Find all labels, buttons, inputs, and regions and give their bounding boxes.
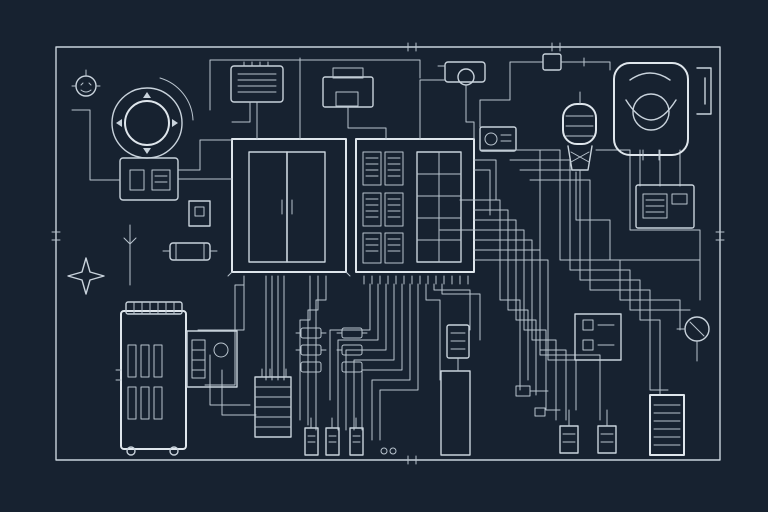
coupler-device (519, 53, 585, 71)
border-frame (51, 42, 725, 465)
server-rack (355, 138, 475, 285)
valve-gauge (676, 316, 710, 362)
breaker-panel (574, 313, 622, 361)
printer-device (322, 67, 374, 108)
dial-panel (111, 77, 194, 201)
control-unit (230, 61, 284, 103)
switch-box (188, 200, 211, 227)
terminal-blocks (304, 417, 397, 456)
monitor-display (635, 184, 695, 229)
generator-unit (115, 301, 187, 456)
arrow-marker-icon (123, 224, 137, 286)
smiley-gauge-icon (71, 69, 101, 97)
tall-panel (440, 324, 471, 456)
meter-panel (186, 330, 238, 388)
speaker-unit (613, 62, 689, 161)
camera-device (437, 61, 486, 86)
heatsink-module (254, 368, 292, 438)
fan-clip-modules (534, 407, 617, 454)
bracket-marker (696, 67, 712, 115)
radiator-unit (649, 394, 685, 456)
radio-terminal (479, 126, 517, 152)
spark-star-icon (67, 257, 105, 295)
microphone (562, 91, 597, 177)
transformer-unit (515, 385, 549, 397)
relay-switch-cluster (295, 327, 368, 373)
main-cabinet (227, 138, 351, 277)
fuse-cartridge (162, 242, 218, 261)
wiring-harness (71, 57, 701, 441)
